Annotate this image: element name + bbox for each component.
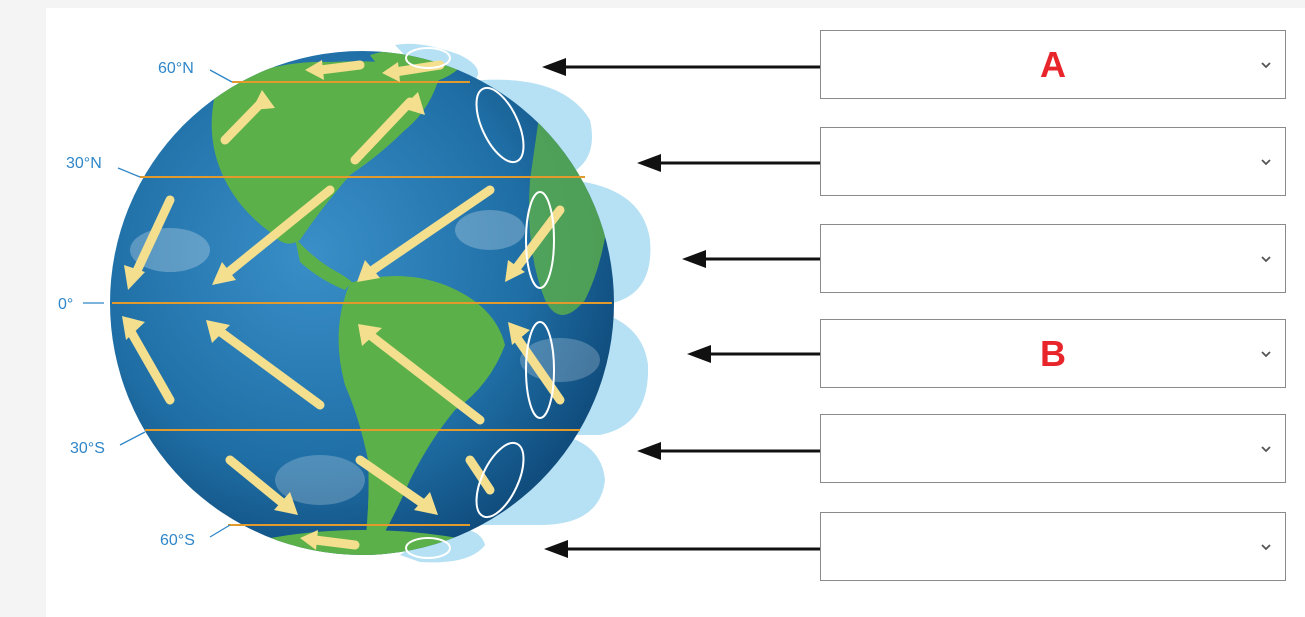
label-30n: 30°N bbox=[66, 155, 102, 172]
chevron-down-icon bbox=[1261, 255, 1271, 262]
dropdown-4[interactable]: B bbox=[820, 319, 1286, 388]
pointer-arrows bbox=[542, 58, 820, 558]
label-equator: 0° bbox=[58, 296, 73, 313]
dropdown-1-value: A bbox=[1040, 43, 1066, 85]
latitude-lines bbox=[112, 81, 612, 526]
dropdown-3-value bbox=[821, 225, 1285, 292]
cell-loops bbox=[405, 47, 555, 559]
dropdown-4-value: B bbox=[1040, 332, 1066, 374]
dropdown-1[interactable]: A bbox=[820, 30, 1286, 99]
chevron-down-icon bbox=[1261, 350, 1271, 357]
dropdown-5-value bbox=[821, 415, 1285, 482]
dropdown-6-value bbox=[821, 513, 1285, 580]
label-60s: 60°S bbox=[160, 532, 195, 549]
dropdown-5[interactable] bbox=[820, 414, 1286, 483]
dropdown-3[interactable] bbox=[820, 224, 1286, 293]
global-wind-diagram: 60°N 30°N 0° 30°S 60°S bbox=[58, 43, 820, 563]
label-30s: 30°S bbox=[70, 440, 105, 457]
wind-arrow-heads bbox=[122, 60, 530, 550]
dropdown-2-value bbox=[821, 128, 1285, 195]
chevron-down-icon bbox=[1261, 158, 1271, 165]
chevron-down-icon bbox=[1261, 61, 1271, 68]
chevron-down-icon bbox=[1261, 445, 1271, 452]
latitude-labels: 60°N 30°N 0° 30°S 60°S bbox=[58, 60, 233, 549]
dropdown-2[interactable] bbox=[820, 127, 1286, 196]
dropdown-6[interactable] bbox=[820, 512, 1286, 581]
chevron-down-icon bbox=[1261, 543, 1271, 550]
label-60n: 60°N bbox=[158, 60, 194, 77]
